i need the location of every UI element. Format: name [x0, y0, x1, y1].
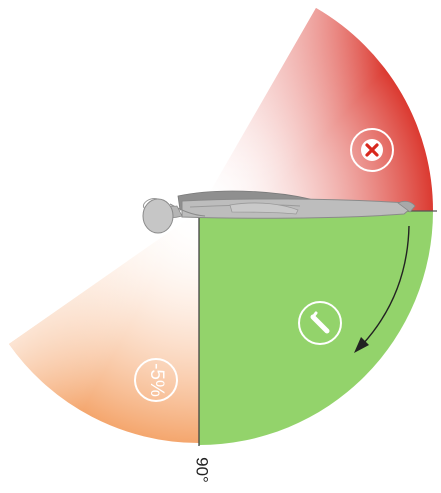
lying-person-figure	[142, 190, 416, 234]
decline-badge: -5%	[134, 358, 178, 402]
arrowhead-icon	[354, 337, 369, 353]
recommended-badge	[298, 301, 342, 345]
decline-zone-fade	[9, 211, 199, 443]
wrench-icon	[310, 311, 330, 334]
close-icon	[365, 143, 379, 157]
rotation-arrow-icon	[361, 225, 410, 346]
forbidden-zone-fade	[199, 8, 434, 211]
recommended-zone-sector	[199, 211, 433, 445]
angle-label: 90°	[193, 457, 212, 483]
decline-percent-label: -5%	[146, 363, 167, 397]
forbidden-badge	[350, 128, 394, 172]
